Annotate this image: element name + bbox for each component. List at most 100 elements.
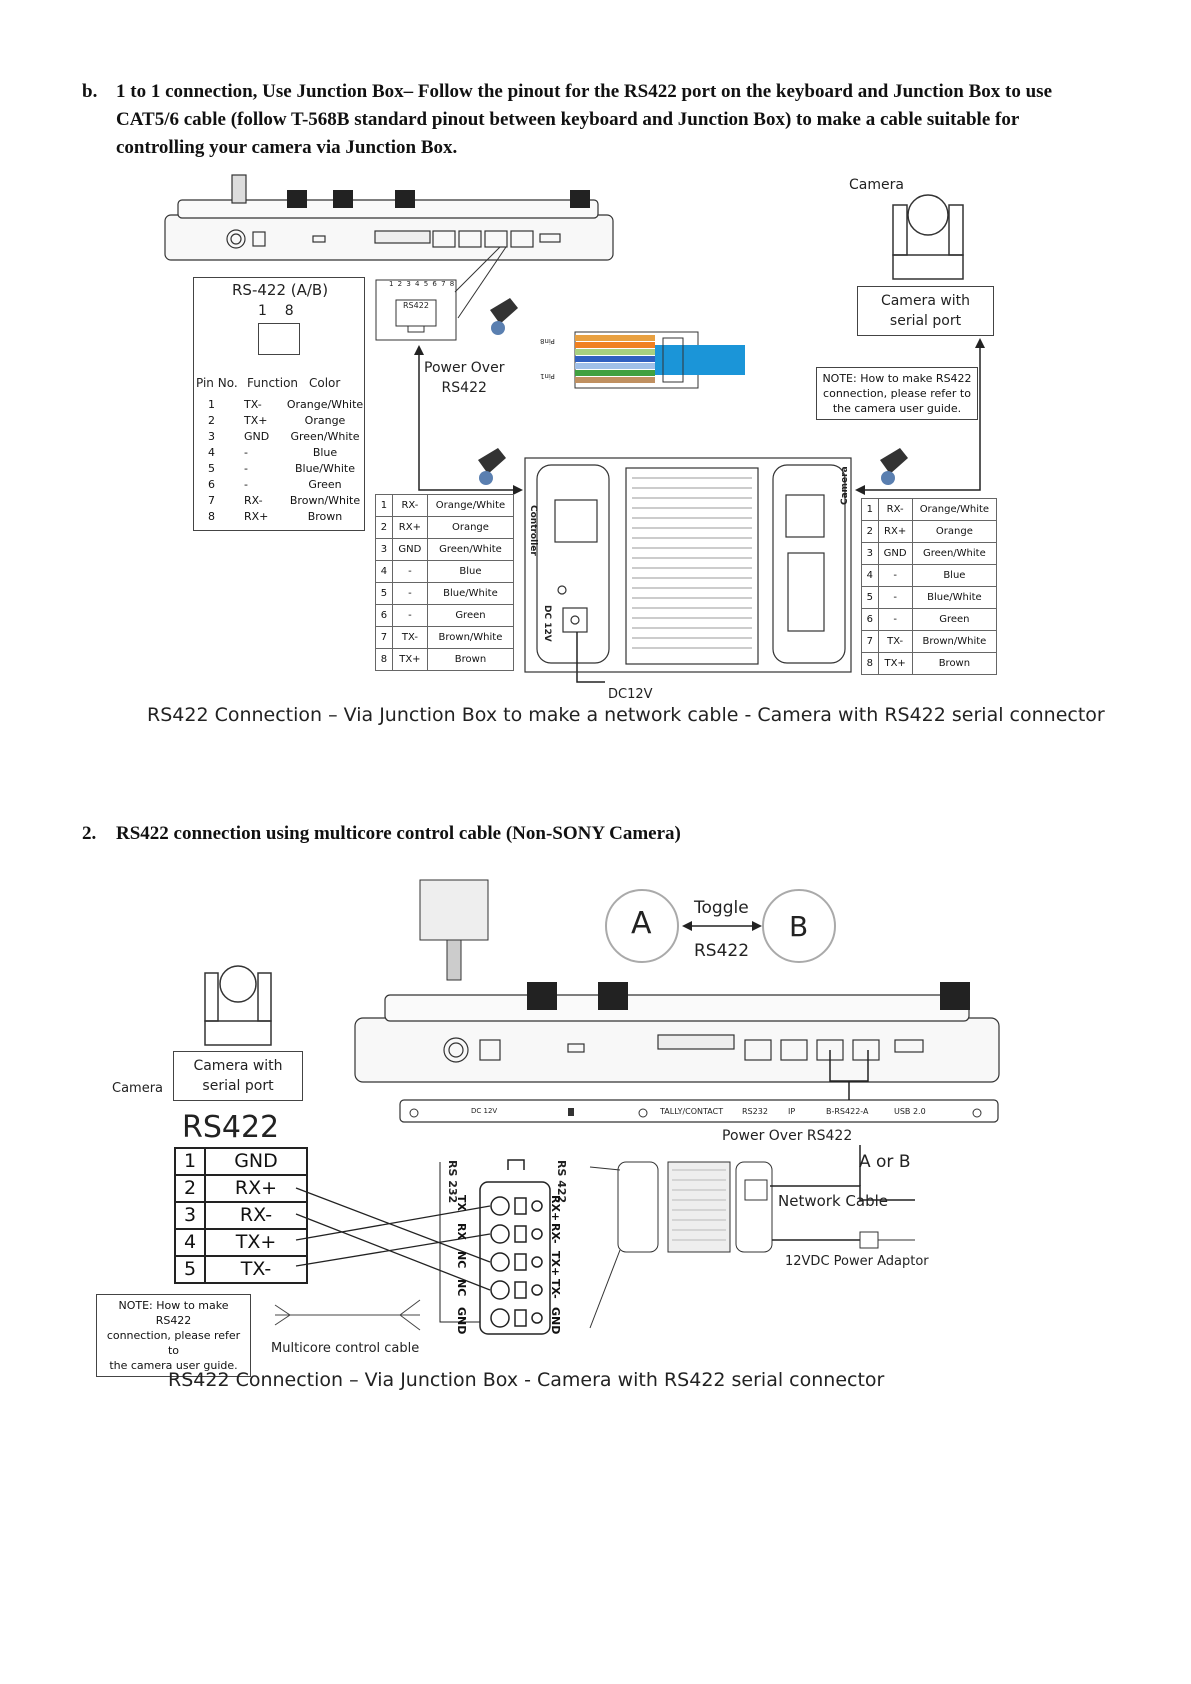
jb-pin-color: Blue (911, 564, 998, 587)
crimp-tool-icon (478, 298, 908, 485)
jb-table-row: 4-Blue (375, 560, 515, 583)
jb-pin-color: Orange/White (426, 494, 515, 517)
rs422-pin-number: 3 (176, 1203, 206, 1228)
jb-pin-color: Brown (426, 648, 515, 671)
jb-pin-number: 8 (375, 648, 393, 671)
rs422-title: RS422 (182, 1110, 280, 1145)
camera-box-2-line-2: serial port (202, 1078, 274, 1094)
diagram-2: A B Toggle RS422 Camera Camera with seri… (0, 870, 1191, 1377)
pin1-label: Pin1 (540, 372, 555, 380)
terminal-label: RX- (549, 1223, 562, 1244)
multicore-cable-icon (274, 1299, 421, 1331)
jb-controller-label: Controller (528, 505, 538, 556)
junction-box-icon (524, 457, 852, 673)
jb-pin-color: Green/White (426, 538, 515, 561)
terminal-label: NC (455, 1251, 468, 1269)
jb-pin-function: RX- (877, 498, 913, 521)
jb-pin-number: 6 (375, 604, 393, 627)
terminal-label: GND (455, 1307, 468, 1335)
jb-pin-color: Green (911, 608, 998, 631)
note-1-line-2: connection, please refer to (823, 387, 971, 400)
rs422-pin-function: RX+ (234, 1177, 278, 1199)
header-color: Color (309, 376, 341, 390)
jb-pin-number: 6 (861, 608, 879, 631)
jb-pin-function: - (391, 560, 428, 583)
pin-number: 6 (208, 478, 215, 491)
pin-color: Orange/White (286, 398, 364, 411)
pin-number: 7 (208, 494, 215, 507)
diagram-2-art (204, 879, 1000, 1335)
camera-box-line-1: Camera with (880, 293, 971, 309)
section-b-line-2: CAT5/6 cable (follow T-568B standard pin… (116, 109, 1020, 130)
jb-pin-number: 1 (861, 498, 879, 521)
section-b-text: 1 to 1 connection, Use Junction Box– Fol… (116, 78, 1126, 162)
jb-pin-number: 1 (375, 494, 393, 517)
jb-table-row: 4-Blue (861, 564, 998, 587)
pin-color: Blue/White (294, 462, 356, 475)
camera-icon (892, 194, 964, 280)
jb-pin-color: Green (426, 604, 515, 627)
pin-function: RX- (244, 494, 263, 507)
a-or-b-label: A or B (859, 1152, 911, 1172)
toggle-rs422-label: RS422 (694, 941, 750, 961)
toggle-b-circle (762, 889, 836, 963)
camera-box-line-2: serial port (889, 313, 962, 329)
pin-color: Green (308, 478, 342, 491)
dc12v-label: DC12V (608, 687, 653, 702)
pin-function: TX- (244, 398, 262, 411)
jb-pin-function: GND (391, 538, 428, 561)
power-adaptor-label: 12VDC Power Adaptor (785, 1254, 929, 1269)
pin-number: 8 (208, 510, 215, 523)
pin-function: - (244, 462, 248, 475)
diagram-1: Camera Camera with serial port RS-422 (A… (0, 160, 1191, 720)
jb-pin-number: 7 (861, 630, 879, 653)
diagram-1-caption: RS422 Connection – Via Junction Box to m… (147, 704, 1105, 726)
multicore-label: Multicore control cable (271, 1341, 420, 1356)
jb-pin-number: 2 (375, 516, 393, 539)
jb-pin-color: Orange/White (911, 498, 998, 521)
rs422-pinout-panel: RS-422 (A/B) 1 8 Pin No. Function Color … (193, 277, 365, 531)
diagram-2-caption: RS422 Connection – Via Junction Box - Ca… (168, 1369, 885, 1391)
pin-number: 2 (208, 414, 215, 427)
rs422-pin-function: TX+ (235, 1231, 277, 1253)
rs422-pin-number: 5 (176, 1257, 206, 1282)
rs422-pin-function: RX- (239, 1204, 273, 1226)
section-b-marker: b. (82, 81, 98, 102)
port-icon (258, 323, 300, 355)
jb-pin-number: 3 (861, 542, 879, 565)
jb-pin-function: - (391, 604, 428, 627)
keyboard-controller-icon (354, 994, 1000, 1123)
jb-pin-color: Brown (911, 652, 998, 675)
camera-label: Camera (849, 177, 904, 193)
pin-number: 1 (208, 398, 215, 411)
rs422-pin-function: GND (234, 1150, 278, 1172)
jb-pin-function: TX+ (391, 648, 428, 671)
jb-pin-function: - (877, 608, 913, 631)
jb-pin-number: 7 (375, 626, 393, 649)
jb-table-row: 5-Blue/White (375, 582, 515, 605)
camera-serial-box: Camera with serial port (857, 286, 994, 336)
jb-pin-function: RX+ (391, 516, 428, 539)
keyboard-controller-icon (164, 174, 614, 261)
terminal-label: TX- (549, 1279, 562, 1299)
section-2-marker: 2. (82, 823, 97, 844)
jb-pin-number: 5 (375, 582, 393, 605)
pin-color: Orange (304, 414, 346, 427)
toggle-b-label: B (789, 910, 809, 943)
rs422-connector-icon (375, 279, 457, 341)
jb-pin-function: TX+ (877, 652, 913, 675)
section-b-line-3: controlling your camera via Junction Box… (116, 137, 458, 158)
pin-function: - (244, 478, 248, 491)
